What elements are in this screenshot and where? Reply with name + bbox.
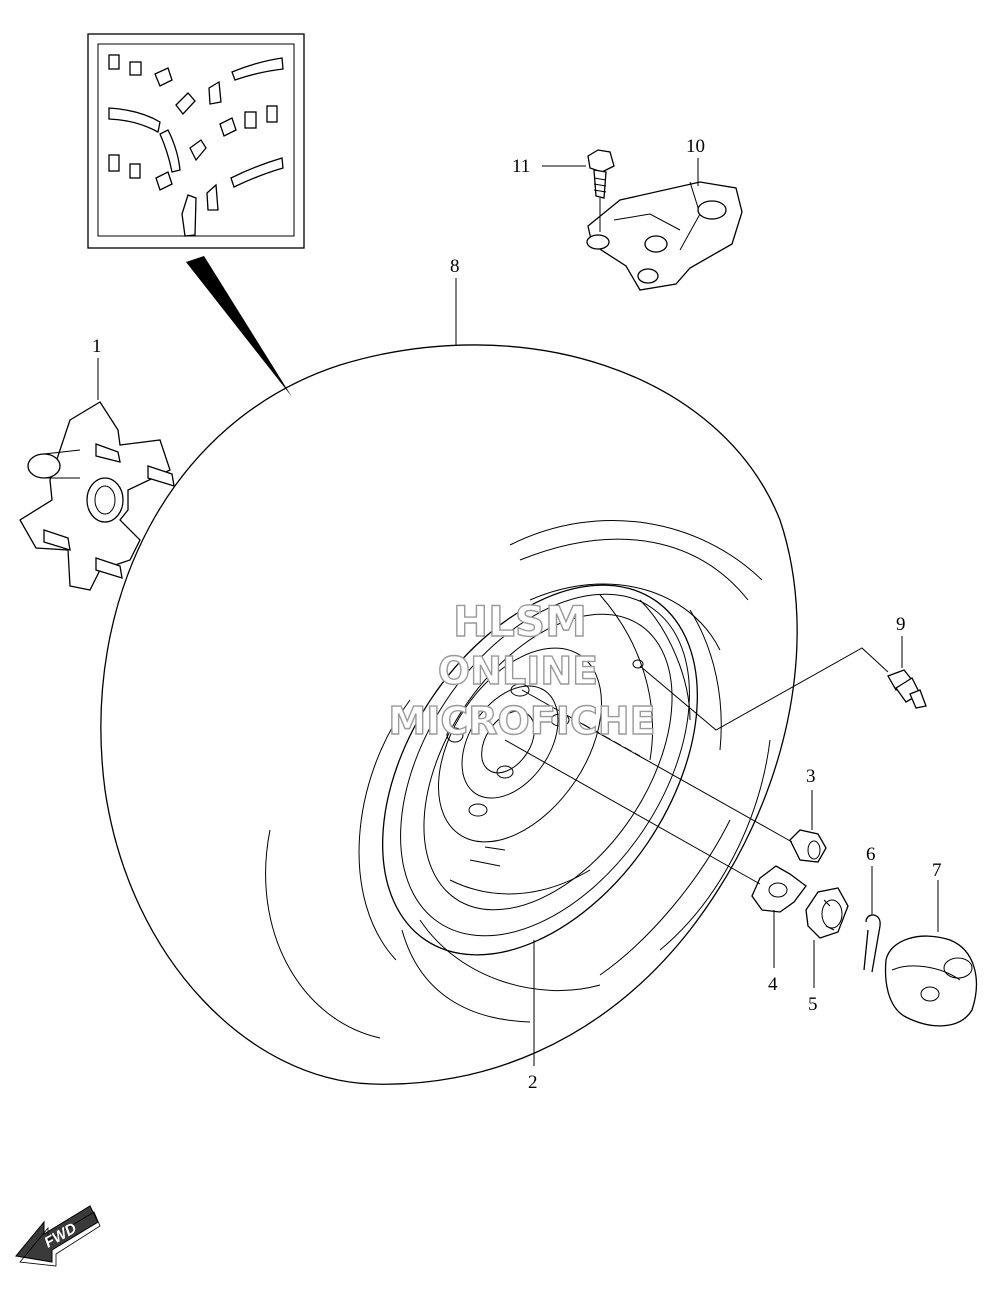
callout-7: 7 xyxy=(932,860,942,881)
callout-9: 9 xyxy=(896,614,906,635)
forward-direction-badge: FWD xyxy=(15,1205,101,1267)
leader-lines xyxy=(97,158,939,1066)
washer xyxy=(751,865,807,913)
hidden-leader xyxy=(571,717,641,757)
inset-pointer xyxy=(186,256,292,397)
valve xyxy=(887,669,927,709)
bracket xyxy=(586,181,743,291)
callout-4: 4 xyxy=(768,974,778,995)
callout-10: 10 xyxy=(686,136,705,157)
nut xyxy=(789,829,827,863)
bolt xyxy=(587,149,615,199)
callout-11: 11 xyxy=(512,156,530,177)
watermark-line-3: MICROFICHE xyxy=(388,699,655,743)
callout-1: 1 xyxy=(92,336,102,357)
hub-cap xyxy=(884,935,978,1027)
callout-labels: 1 2 3 4 5 6 7 8 9 10 11 xyxy=(92,136,942,1093)
callout-2: 2 xyxy=(528,1072,538,1093)
callout-6: 6 xyxy=(866,844,876,865)
callout-5: 5 xyxy=(808,994,818,1015)
callout-3: 3 xyxy=(806,766,816,787)
callout-8: 8 xyxy=(450,256,460,277)
tread-pattern-inset xyxy=(87,33,305,249)
wheel-rim xyxy=(382,584,698,956)
cotter-pin xyxy=(863,914,881,973)
watermark-line-2: ONLINE xyxy=(438,649,598,693)
castle-nut xyxy=(805,887,849,939)
hub xyxy=(19,401,175,591)
watermark: HLSM ONLINE MICROFICHE xyxy=(388,596,657,743)
watermark-line-1: HLSM xyxy=(453,597,587,646)
